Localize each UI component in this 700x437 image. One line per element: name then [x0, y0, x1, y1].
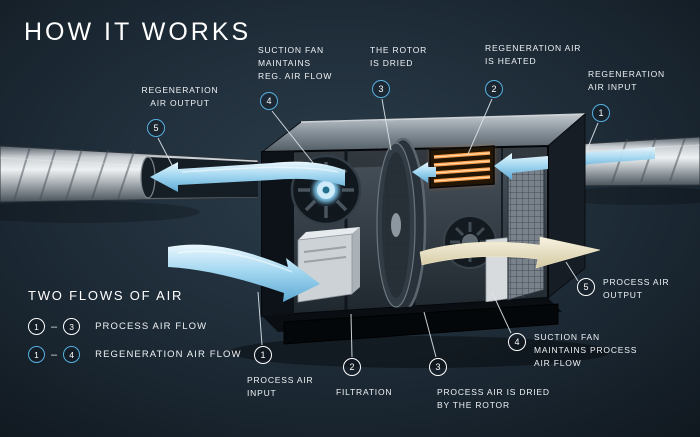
badge-number: 2 [491, 84, 497, 94]
badge-number: 1 [260, 350, 266, 360]
right-duct-shadow [550, 187, 700, 205]
legend-range-dash: – [51, 320, 58, 333]
callout-suction-fan-process: SUCTION FAN MAINTAINS PROCESS AIR FLOW [534, 332, 638, 368]
callout-regeneration-air-heated: REGENERATION AIR IS HEATED [485, 43, 582, 66]
legend-range-dash: – [51, 348, 58, 361]
badge-process-2: 2 [343, 358, 361, 376]
electrical-box [297, 227, 360, 303]
legend-title: TWO FLOWS OF AIR [28, 288, 184, 303]
legend-process-label: PROCESS AIR FLOW [95, 321, 208, 332]
process-air-input-flow [168, 244, 320, 302]
legend-regeneration-label: REGENERATION AIR FLOW [95, 349, 242, 360]
regeneration-air-flow [150, 153, 548, 192]
process-air-output-flow [419, 236, 601, 269]
callout-suction-fan-regeneration: SUCTION FAN MAINTAINS REG. AIR FLOW [258, 45, 333, 81]
badge-number: 4 [514, 337, 520, 347]
badge-regeneration-1: 1 [592, 104, 610, 122]
heater [429, 145, 495, 189]
badge-number: 3 [435, 362, 441, 372]
legend-process-flow: 1 – 3 PROCESS AIR FLOW [28, 318, 207, 335]
badge-number: 4 [69, 349, 74, 360]
legend-process-start-badge: 1 [28, 318, 45, 335]
callout-rotor-dried: THE ROTOR IS DRIED [370, 45, 428, 68]
legend-regeneration-start-badge: 1 [28, 346, 45, 363]
badge-regeneration-2: 2 [485, 80, 503, 98]
cabinet-base [283, 303, 559, 345]
badge-number: 1 [598, 108, 604, 118]
callout-process-air-output: PROCESS AIR OUTPUT [603, 277, 670, 300]
dehumidifier-unit [260, 112, 587, 345]
legend-regeneration-end-badge: 4 [63, 346, 81, 363]
badge-number: 5 [583, 282, 589, 292]
badge-process-1: 1 [254, 346, 272, 364]
badge-number: 1 [34, 321, 39, 332]
badge-number: 3 [69, 321, 74, 332]
callout-process-air-dried: PROCESS AIR IS DRIED BY THE ROTOR [437, 387, 550, 410]
callout-process-air-input: PROCESS AIR INPUT [247, 375, 314, 398]
cabinet-right-face [547, 112, 586, 300]
badge-number: 2 [349, 362, 355, 372]
badge-regeneration-5: 5 [147, 119, 165, 137]
page-title: HOW IT WORKS [24, 18, 252, 46]
regen-input-arrow [566, 147, 655, 170]
badge-number: 3 [378, 84, 384, 94]
callout-regeneration-air-output: REGENERATION AIR OUTPUT [141, 85, 219, 108]
legend-regeneration-flow: 1 – 4 REGENERATION AIR FLOW [28, 346, 242, 363]
badge-number: 5 [153, 123, 159, 133]
legend-process-end-badge: 3 [63, 318, 81, 335]
left-duct-shadow [0, 201, 200, 223]
leader-lines [157, 98, 599, 358]
badge-process-5: 5 [577, 278, 595, 296]
badge-number: 1 [34, 349, 39, 360]
callout-filtration: FILTRATION [336, 387, 393, 397]
badge-process-3: 3 [429, 358, 447, 376]
badge-number: 4 [266, 96, 272, 106]
badge-process-4: 4 [508, 333, 526, 351]
callout-regeneration-air-input: REGENERATION AIR INPUT [588, 69, 665, 92]
badge-regeneration-3: 3 [372, 80, 390, 98]
rotor [376, 137, 427, 313]
filter-panel [507, 157, 545, 301]
badge-regeneration-4: 4 [260, 92, 278, 110]
